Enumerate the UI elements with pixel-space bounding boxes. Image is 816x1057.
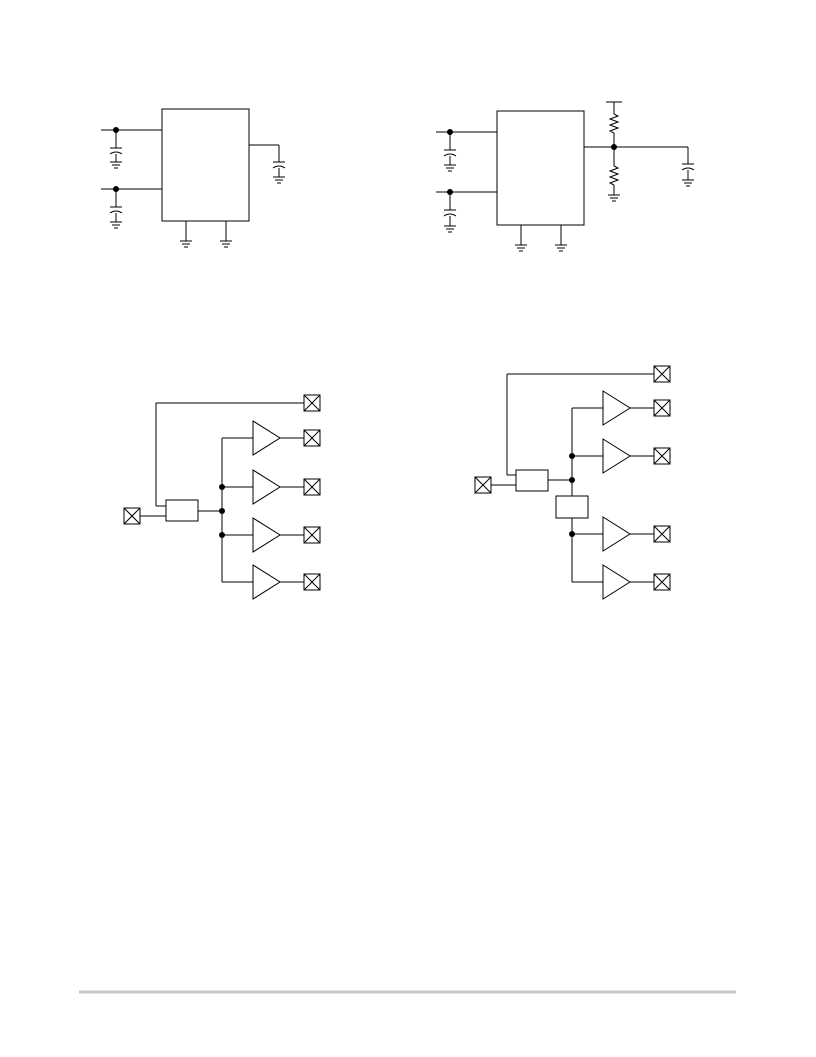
resistor-icon	[609, 165, 619, 186]
pin-terminal-icon	[123, 507, 141, 525]
capacitor-icon	[681, 163, 695, 171]
ground-icon	[607, 194, 621, 202]
capacitor-icon	[109, 147, 123, 155]
buffer-amplifier-icon	[572, 438, 671, 474]
input-block	[165, 499, 199, 522]
buffer-amplifier-icon	[572, 516, 671, 552]
divider-block	[555, 495, 589, 519]
junction-dot	[219, 508, 225, 514]
ground-icon	[179, 240, 193, 248]
pin-terminal-icon	[653, 365, 671, 383]
buffer-amplifier-icon	[222, 564, 321, 600]
junction-dot	[569, 477, 575, 483]
pin-terminal-icon	[303, 394, 321, 412]
ground-icon	[109, 161, 123, 169]
pin-terminal-icon	[474, 476, 492, 494]
regulator-circuit-left	[101, 108, 286, 248]
ground-icon	[514, 244, 528, 252]
capacitor-icon	[109, 206, 123, 214]
ground-icon	[109, 221, 123, 229]
ground-icon	[443, 225, 457, 233]
buffer-amplifier-icon	[222, 517, 321, 553]
ground-icon	[219, 240, 233, 248]
buffer-amplifier-icon	[222, 469, 321, 505]
capacitor-icon	[272, 161, 286, 169]
regulator-ic-box	[496, 110, 585, 226]
buffer-amplifier-icon	[572, 390, 671, 426]
ground-icon	[272, 176, 286, 184]
buffer-amplifier-icon	[572, 564, 671, 600]
clock-fanout-right	[474, 365, 671, 600]
resistor-icon	[609, 113, 619, 134]
capacitor-icon	[443, 209, 457, 217]
buffer-amplifier-icon	[222, 420, 321, 456]
ground-icon	[681, 179, 695, 187]
ground-icon	[554, 244, 568, 252]
regulator-ic-box	[161, 108, 250, 222]
ground-icon	[443, 164, 457, 172]
clock-fanout-left	[123, 394, 321, 600]
regulator-circuit-right	[436, 101, 695, 252]
input-block	[515, 469, 549, 492]
capacitor-icon	[443, 149, 457, 157]
